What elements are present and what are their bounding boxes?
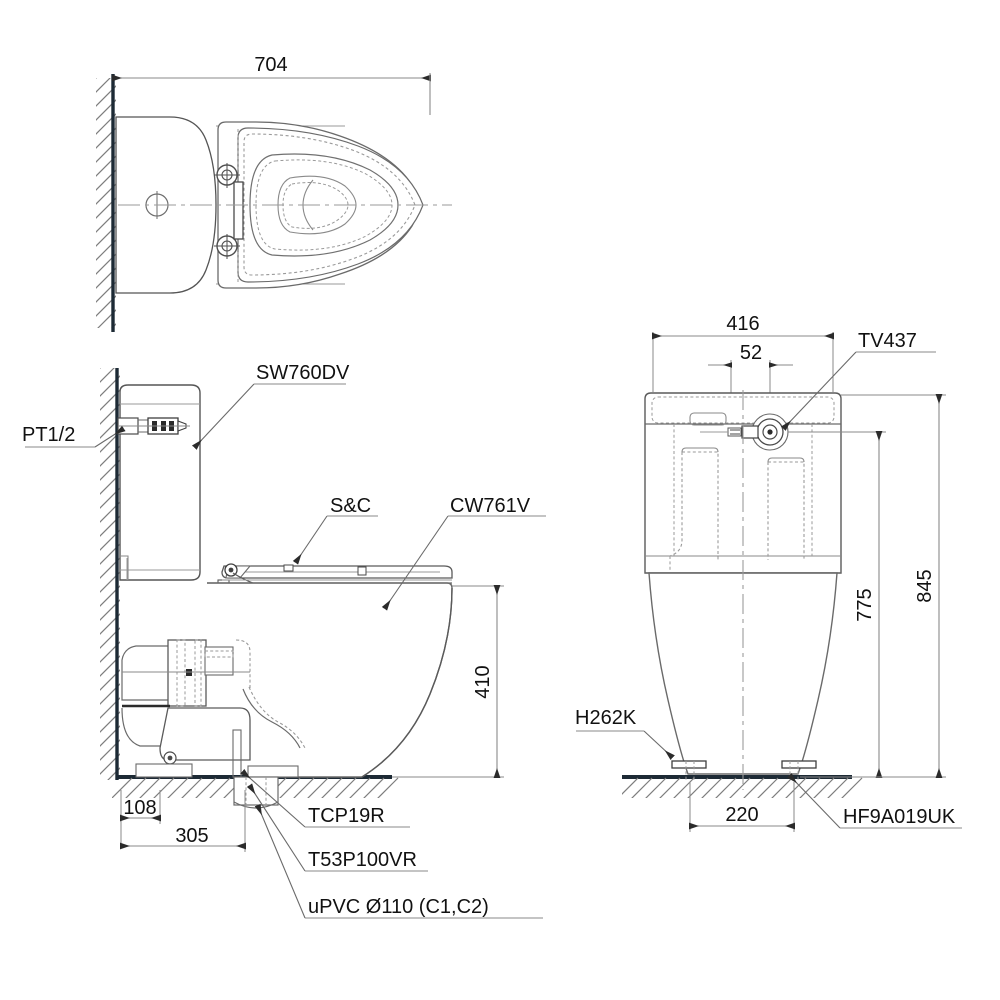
label-upvc: uPVC Ø110 (C1,C2) xyxy=(308,896,489,918)
leader-t53p100vr: T53P100VR xyxy=(246,783,428,872)
leader-hf9a019uk: HF9A019UK xyxy=(787,773,962,829)
label-pt12: PT1/2 xyxy=(22,424,75,446)
dimension-410: 410 xyxy=(392,585,504,778)
label-t53p100vr: T53P100VR xyxy=(308,849,417,871)
seat-plan-inner-dashed xyxy=(243,133,416,276)
internal-mechanism-side xyxy=(121,639,306,809)
dimension-52: 52 xyxy=(708,342,793,424)
dimension-220: 220 xyxy=(689,782,795,832)
label-tv437: TV437 xyxy=(858,330,917,352)
dimension-220-text: 220 xyxy=(725,804,758,826)
leader-tv437: TV437 xyxy=(780,330,936,431)
flush-valve-front xyxy=(700,413,880,451)
dimension-416: 416 xyxy=(652,313,834,392)
front-elevation-view: 416 52 xyxy=(575,313,962,832)
cistern-side-outline xyxy=(119,384,201,581)
dimension-52-text: 52 xyxy=(740,342,762,364)
dimension-775-text: 775 xyxy=(854,588,876,621)
seat-and-cover-side xyxy=(221,563,453,586)
label-tcp19r: TCP19R xyxy=(308,805,385,827)
top-view-wall-hatch xyxy=(96,78,116,328)
leader-cw761v: CW761V xyxy=(381,495,546,611)
side-elevation-view: 410 108 305 PT1/2 SW760DV xyxy=(22,362,546,919)
dimension-416-text: 416 xyxy=(726,313,759,335)
leader-pt12: PT1/2 xyxy=(22,424,126,448)
leader-sw760dv: SW760DV xyxy=(191,362,350,450)
dimension-704-text: 704 xyxy=(254,54,287,76)
leader-sc: S&C xyxy=(292,495,378,565)
leader-h262k: H262K xyxy=(575,707,675,761)
dimension-108-text: 108 xyxy=(123,797,156,819)
front-view-ground-hatch xyxy=(622,777,863,798)
dimension-410-text: 410 xyxy=(472,665,494,698)
leader-tcp19r: TCP19R xyxy=(240,768,410,828)
top-view: 704 xyxy=(96,54,452,332)
dimension-108: 108 xyxy=(120,790,161,846)
dimension-305: 305 xyxy=(120,790,246,852)
label-sc: S&C xyxy=(330,495,371,517)
dimension-845-text: 845 xyxy=(914,569,936,602)
label-hf9a019uk: HF9A019UK xyxy=(843,806,956,828)
dimension-305-text: 305 xyxy=(175,825,208,847)
label-sw760dv: SW760DV xyxy=(256,362,350,384)
dimension-704: 704 xyxy=(112,54,431,115)
dimension-845: 845 xyxy=(841,394,946,778)
seat-hinge-bolts xyxy=(214,129,244,282)
label-cw761v: CW761V xyxy=(450,495,531,517)
leader-upvc: uPVC Ø110 (C1,C2) xyxy=(254,803,543,919)
floor-fixings-front xyxy=(671,760,817,780)
label-h262k: H262K xyxy=(575,707,637,729)
